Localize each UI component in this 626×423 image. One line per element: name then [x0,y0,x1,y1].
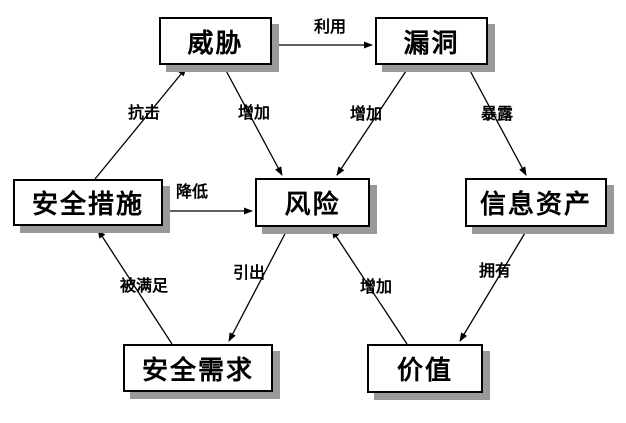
node-threat: 威胁 [159,17,272,65]
edge-risk-securityreqs [228,227,289,342]
edge-value-risk [331,229,408,345]
edge-label-exploit: 利用 [313,17,347,36]
edge-label-increase-vulnerability-risk: 增加 [349,104,383,123]
node-information-assets: 信息资产 [465,178,607,227]
edge-label-own: 拥有 [478,261,512,280]
edge-securitymeasures-threat [94,67,187,180]
node-vulnerability: 漏洞 [375,17,488,65]
edge-label-resist: 抗击 [127,103,161,122]
edge-infoassets-value [459,227,529,342]
edge-label-reduce: 降低 [175,182,209,201]
edge-label-satisfied: 被满足 [119,276,169,295]
edge-label-expose: 暴露 [480,104,514,123]
edge-label-increase-threat-risk: 增加 [237,103,271,122]
edge-vulnerability-risk [336,64,411,176]
edge-label-lead-to: 引出 [232,263,266,282]
edge-threat-risk [222,64,283,176]
edge-securityreqs-securitymeasures [97,229,173,345]
node-security-requirements: 安全需求 [123,344,273,392]
node-risk: 风险 [255,178,370,227]
node-value: 价值 [367,344,483,393]
edge-label-increase-value-risk: 增加 [359,277,393,296]
edge-vulnerability-infoassets [466,64,527,176]
node-security-measures: 安全措施 [13,179,163,226]
